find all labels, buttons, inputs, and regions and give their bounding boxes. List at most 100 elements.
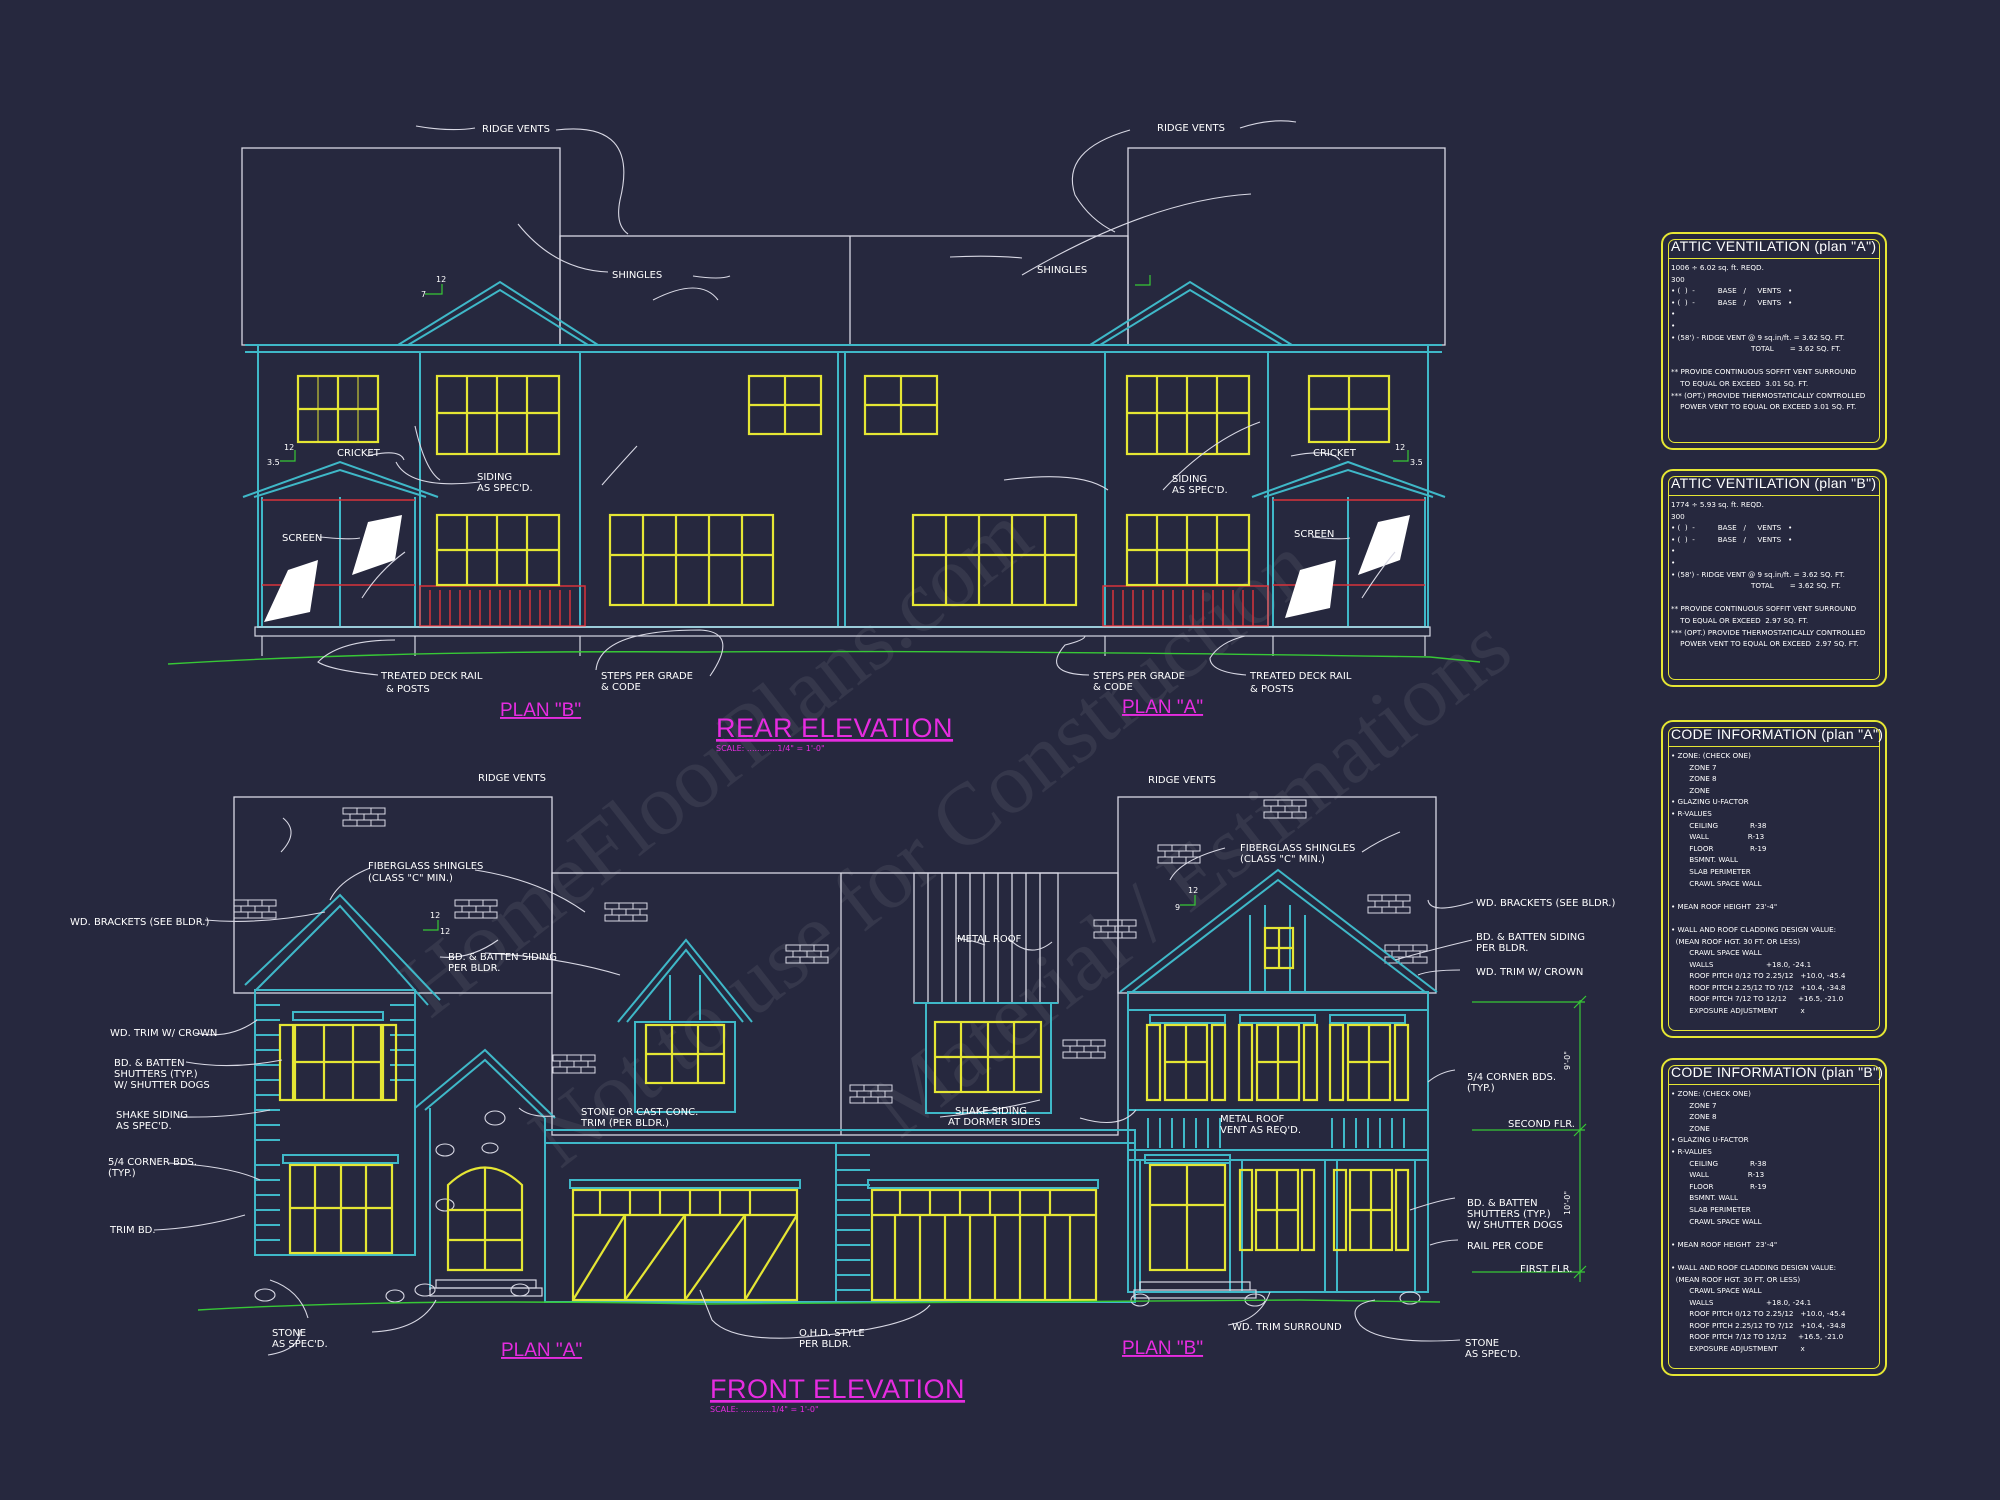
front-metal-roof-vent-2: VENT AS REQ'D. [1220, 1125, 1301, 1136]
rear-shingles-left: SHINGLES [612, 270, 662, 281]
front-window [644, 1023, 726, 1085]
rear-ridge-vents-left: RIDGE VENTS [482, 124, 550, 135]
rear-window [863, 374, 939, 436]
front-elevation-title: FRONT ELEVATION [710, 1374, 965, 1404]
rear-shingles-right: SHINGLES [1037, 265, 1087, 276]
panel-line: CEILING R-38 [1671, 1158, 1767, 1168]
panel-line: *** (OPT.) PROVIDE THERMOSTATICALLY CONT… [1671, 390, 1866, 400]
front-windows [278, 926, 1410, 1302]
panel-line: • [1671, 309, 1676, 319]
attic-ventilation-plan-b-panel: ATTIC VENTILATION (plan "B") 1774 ÷ 5.93… [1661, 469, 1887, 687]
front-dimension-upper: 9'-0" [1563, 1051, 1572, 1070]
front-pitch-right-rise: 12 [1188, 886, 1198, 895]
panel-line: • WALL AND ROOF CLADDING DESIGN VALUE: [1671, 924, 1837, 934]
front-entry-gable [414, 1048, 556, 1119]
panel-line: 1774 ÷ 5.93 sq. ft. REQD. [1671, 500, 1764, 509]
front-dimension-lower: 10'-0" [1563, 1191, 1572, 1215]
panel-line: *** (OPT.) PROVIDE THERMOSTATICALLY CONT… [1671, 627, 1866, 637]
front-window [288, 1163, 394, 1255]
front-garage-wall [544, 1129, 1136, 1303]
rear-window [435, 374, 561, 456]
panel-line: TO EQUAL OR EXCEED 2.97 SQ. FT. [1671, 615, 1809, 625]
rear-deck [254, 626, 1431, 637]
front-corner-bds-left-2: (TYP.) [108, 1168, 136, 1179]
panel-line: ZONE [1671, 785, 1710, 795]
panel-line: TO EQUAL OR EXCEED 3.01 SQ. FT. [1671, 378, 1809, 388]
front-shutters-left-1: BD. & BATTEN [114, 1058, 185, 1069]
rear-pitch-right-run: 3.5 [1410, 458, 1423, 467]
panel-line: • [1671, 557, 1676, 567]
rear-window [1125, 374, 1251, 456]
panel-line: CEILING R-38 [1671, 820, 1767, 830]
rear-screen-glare-left-1 [352, 515, 402, 575]
front-rail-per-code: RAIL PER CODE [1467, 1241, 1543, 1252]
panel-title: ATTIC VENTILATION (plan "B") [1671, 475, 1877, 491]
front-window [933, 1020, 1043, 1094]
front-trim-bd: TRIM BD. [109, 1225, 156, 1236]
rear-window [296, 374, 380, 444]
rear-cricket-left: CRICKET [337, 448, 381, 459]
rear-deck-rail-left-2: & POSTS [386, 684, 430, 695]
front-gable-right [1119, 868, 1438, 993]
rear-pitch-right-rise: 12 [1395, 443, 1405, 452]
panel-line: • R-VALUES [1671, 808, 1712, 818]
rear-pitch-left-run: 3.5 [267, 458, 280, 467]
panel-line: EXPOSURE ADJUSTMENT x [1671, 1006, 1805, 1016]
front-entry-door [446, 1166, 524, 1272]
panel-line: • R-VALUES [1671, 1146, 1712, 1156]
front-shake-siding-left-1: SHAKE SIDING [116, 1110, 188, 1121]
panel-line: TOTAL = 3.62 SQ. FT. [1671, 581, 1841, 591]
panel-title: CODE INFORMATION (plan "A") [1671, 726, 1884, 742]
attic-ventilation-plan-a-panel: ATTIC VENTILATION (plan "A") 1006 ÷ 6.02… [1661, 232, 1887, 450]
front-wd-trim-crown-left: WD. TRIM W/ CROWN [110, 1028, 217, 1039]
panel-line: FLOOR R-19 [1671, 1181, 1767, 1191]
front-shake-siding-left-2: AS SPEC'D. [116, 1121, 172, 1132]
panel-line [1671, 889, 1879, 901]
panel-line [1671, 355, 1879, 367]
panel-line: (MEAN ROOF HGT. 30 FT. OR LESS) [1671, 1274, 1801, 1284]
front-window [278, 1023, 398, 1102]
panel-line: WALLS +18.0, -24.1 [1671, 1297, 1812, 1307]
rear-roof-left [241, 147, 561, 346]
front-grade-line [197, 1299, 1441, 1311]
front-shutters-right-2: SHUTTERS (TYP.) [1467, 1209, 1551, 1220]
front-bd-batten-right-2: PER BLDR. [1476, 943, 1528, 954]
rear-pitch-left-rise: 12 [284, 443, 294, 452]
rear-screen-right: SCREEN [1294, 529, 1334, 540]
rear-deck-rail-left [419, 585, 586, 627]
front-stone-left-2: AS SPEC'D. [272, 1339, 328, 1350]
rear-steps-left-2: & CODE [601, 682, 641, 693]
rear-window [911, 513, 1078, 607]
front-ridge-vents-left: RIDGE VENTS [478, 773, 546, 784]
panel-line: ZONE 7 [1671, 1100, 1717, 1110]
rear-window [747, 374, 823, 436]
panel-line: ROOF PITCH 2.25/12 TO 7/12 +10.4, -34.8 [1671, 982, 1846, 992]
front-second-flr: SECOND FLR. [1508, 1119, 1575, 1130]
watermark: HomeFloorPlans.com Not to use for Constr… [383, 485, 1529, 1185]
panel-line: • ZONE: (CHECK ONE) [1671, 1089, 1751, 1098]
front-garage-door-left [571, 1188, 799, 1302]
code-information-plan-a-panel: CODE INFORMATION (plan "A") • ZONE: (CHE… [1661, 720, 1887, 1038]
panel-line: • MEAN ROOF HEIGHT 23'-4" [1671, 1239, 1778, 1249]
front-door-right [1148, 1163, 1227, 1272]
rear-gable-right [1089, 280, 1293, 346]
panel-line: POWER VENT TO EQUAL OR EXCEED 3.01 SQ. F… [1671, 402, 1857, 412]
panel-line: TOTAL = 3.62 SQ. FT. [1671, 344, 1841, 354]
panel-line: POWER VENT TO EQUAL OR EXCEED 2.97 SQ. F… [1671, 639, 1859, 649]
rear-window [1125, 513, 1251, 587]
front-window [1237, 1023, 1319, 1102]
front-wd-trim-surround: WD. TRIM SURROUND [1232, 1322, 1342, 1333]
rear-siding-right-2: AS SPEC'D. [1172, 485, 1228, 496]
front-left-tower-wall [254, 989, 416, 1256]
rear-roof-right [1127, 147, 1446, 346]
front-pitch-right-run: 9 [1175, 903, 1180, 912]
front-stone-trim-1: STONE OR CAST CONC. [581, 1107, 698, 1118]
front-stone-left-1: STONE [272, 1328, 306, 1339]
front-right-tower-wall [1127, 991, 1429, 1293]
front-window [1263, 926, 1295, 970]
panel-line: • [1671, 546, 1676, 556]
rear-deck-rail-left-1: TREATED DECK RAIL [380, 671, 483, 682]
front-plan-left-label: PLAN "A" [501, 1340, 582, 1361]
front-bd-batten-left-2: PER BLDR. [448, 963, 500, 974]
front-corner-bds-right-1: 5/4 CORNER BDS. [1467, 1072, 1556, 1083]
